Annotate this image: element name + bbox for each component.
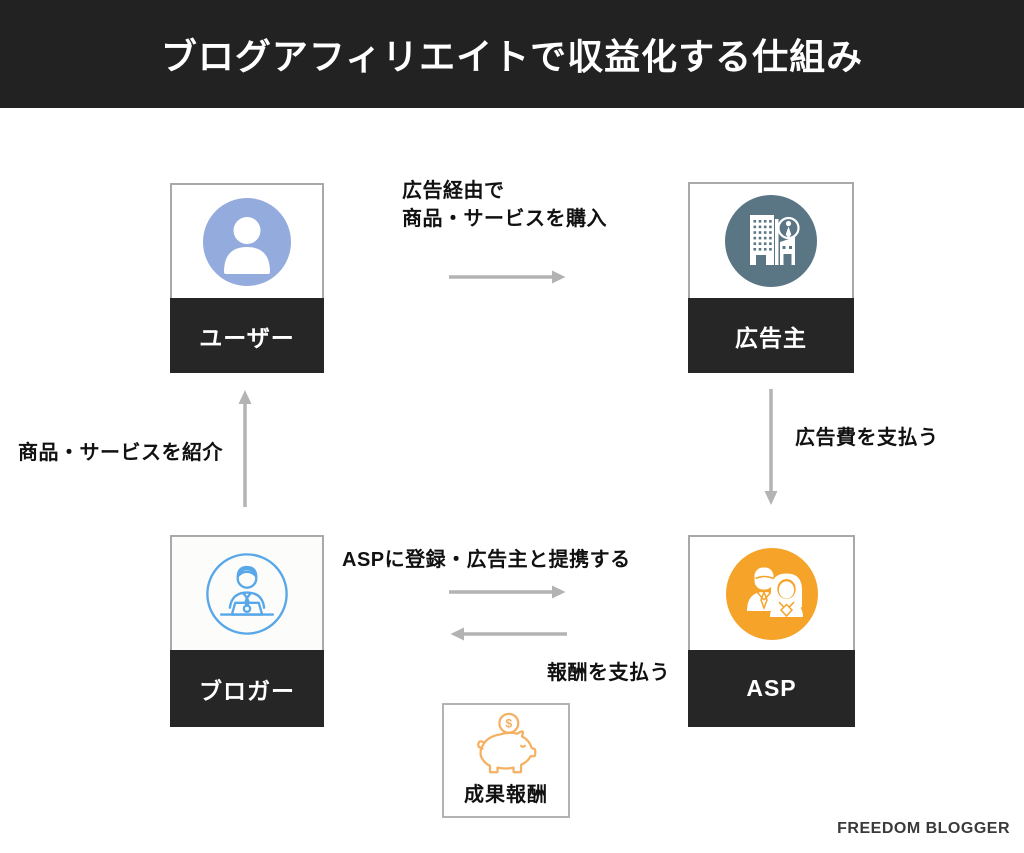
user-card-label: ユーザー xyxy=(170,298,324,373)
arrow-advertiser-to-asp xyxy=(764,389,778,505)
arrow-user-to-advertiser xyxy=(449,270,566,284)
office-building-icon xyxy=(725,195,817,287)
reward-card-label: 成果報酬 xyxy=(464,784,548,806)
advertiser-card-label: 広告主 xyxy=(688,298,854,373)
label-purchase-via-ads: 広告経由で 商品・サービスを購入 xyxy=(402,180,607,230)
piggy-bank-icon: $ xyxy=(477,712,537,773)
label-pay-reward: 報酬を支払う xyxy=(547,662,670,684)
user-card-icon-area xyxy=(172,185,322,298)
partners-people-icon xyxy=(725,547,818,640)
asp-card-label: ASP xyxy=(688,650,855,727)
advertiser-card-icon-area xyxy=(690,184,852,298)
svg-text:$: $ xyxy=(505,716,512,730)
asp-card: ASP xyxy=(688,535,855,727)
label-pay-ad-fee: 広告費を支払う xyxy=(795,427,939,449)
header-bar: ブログアフィリエイトで収益化する仕組み xyxy=(0,0,1024,108)
reward-card-icon-area: $ xyxy=(458,705,554,778)
person-icon xyxy=(203,197,291,286)
blogger-card: ブロガー xyxy=(170,535,324,727)
arrow-asp-to-blogger xyxy=(450,627,567,641)
page-title: ブログアフィリエイトで収益化する仕組み xyxy=(160,36,864,77)
blogger-card-icon-area xyxy=(172,537,322,650)
advertiser-card: 広告主 xyxy=(688,182,854,373)
label-register-asp: ASPに登録・広告主と提携する xyxy=(342,549,631,571)
label-introduce-products: 商品・サービスを紹介 xyxy=(18,442,223,464)
blogger-at-laptop-icon xyxy=(206,552,288,635)
arrow-blogger-to-user xyxy=(238,390,252,507)
asp-card-icon-area xyxy=(690,537,853,650)
arrow-blogger-to-asp xyxy=(449,585,566,599)
user-card: ユーザー xyxy=(170,183,324,373)
blogger-card-label: ブロガー xyxy=(170,650,324,727)
brand-text: FREEDOM BLOGGER xyxy=(837,820,1010,837)
reward-card: $ 成果報酬 xyxy=(442,703,570,818)
